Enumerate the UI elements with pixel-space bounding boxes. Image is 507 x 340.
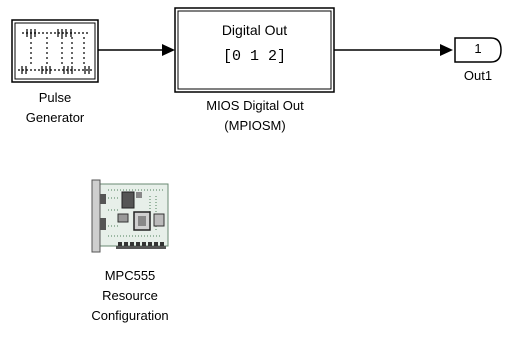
digital-out-block-title: Digital Out	[221, 22, 288, 38]
pulse-generator-label-line2: Generator	[25, 110, 85, 125]
resource-config-label-line2: Resource	[102, 288, 158, 303]
pulse-generator-block[interactable]	[11, 19, 99, 83]
pulse-generator-label-line1: Pulse	[38, 90, 72, 105]
resource-config-label-line3: Configuration	[91, 308, 169, 323]
outport-number: 1	[474, 41, 482, 56]
signal-line-2[interactable]	[334, 44, 453, 56]
resource-config-label: MPC555 Resource Configuration	[60, 266, 200, 326]
digital-out-label-line1: MIOS Digital Out	[206, 98, 304, 113]
pulse-train-icon	[18, 29, 92, 74]
resource-config-label-line1: MPC555	[104, 268, 156, 283]
pulse-generator-label: Pulse Generator	[2, 88, 108, 128]
circuit-board-icon[interactable]	[91, 179, 169, 253]
outport-block[interactable]	[454, 37, 502, 63]
signal-line-1[interactable]	[98, 44, 175, 56]
outport-label: Out1	[463, 68, 493, 83]
digital-out-label: MIOS Digital Out (MPIOSM)	[155, 96, 355, 136]
digital-out-channel-vector: [0 1 2]	[222, 48, 286, 65]
digital-out-label-line2: (MPIOSM)	[224, 118, 286, 133]
